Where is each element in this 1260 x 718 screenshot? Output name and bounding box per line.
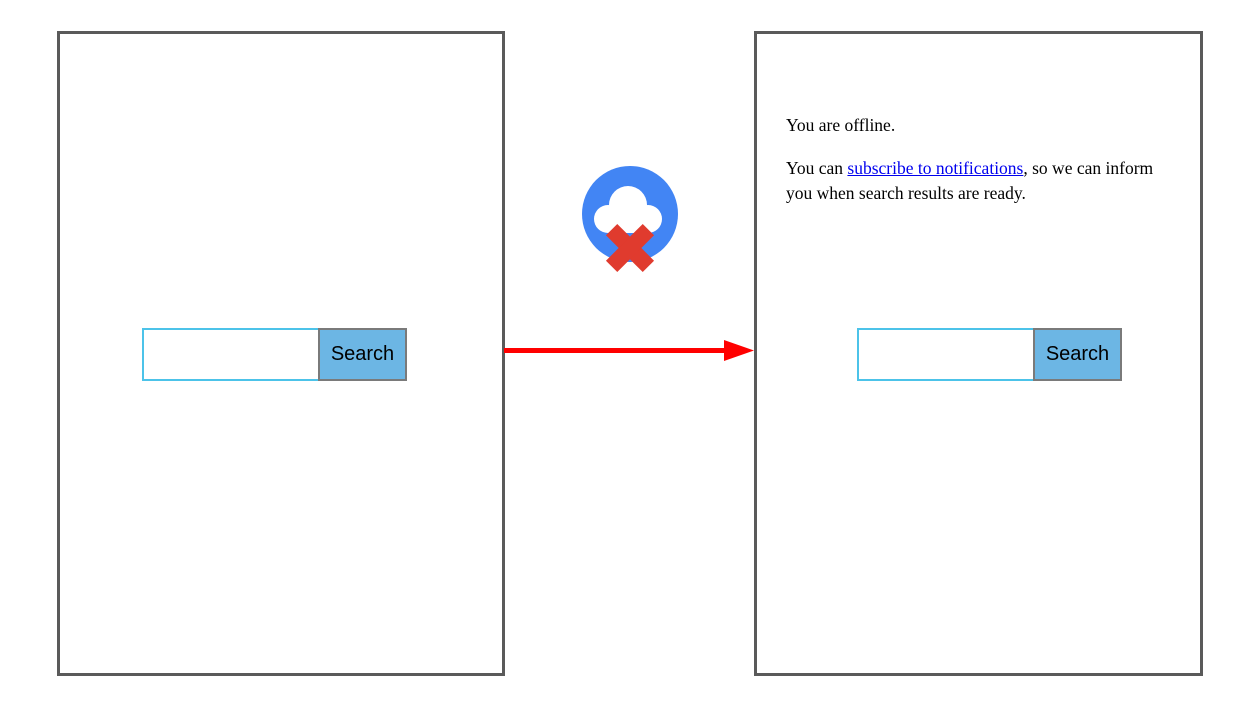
- offline-message-line2: You can subscribe to notifications, so w…: [786, 156, 1176, 206]
- search-button-left[interactable]: Search: [318, 328, 407, 381]
- subscribe-to-notifications-link[interactable]: subscribe to notifications: [847, 158, 1024, 178]
- left-phone-frame: Search: [57, 31, 505, 676]
- search-widget-left: Search: [142, 328, 407, 381]
- offline-message-suffix: , so we can inform you when search resul…: [786, 158, 1154, 203]
- cloud-offline-icon: [576, 166, 684, 278]
- flow-arrow-right: [500, 332, 760, 370]
- cross-mark: [605, 223, 655, 273]
- search-input-left[interactable]: [142, 328, 318, 381]
- offline-message-prefix: You can: [786, 158, 848, 178]
- arrow-head: [724, 340, 754, 361]
- search-button-right[interactable]: Search: [1033, 328, 1122, 381]
- arrow-shaft: [504, 348, 730, 353]
- search-input-right[interactable]: [857, 328, 1033, 381]
- offline-message: You are offline. You can subscribe to no…: [786, 113, 1176, 206]
- right-phone-frame: You are offline. You can subscribe to no…: [754, 31, 1203, 676]
- offline-message-line1: You are offline.: [786, 115, 896, 135]
- search-widget-right: Search: [857, 328, 1122, 381]
